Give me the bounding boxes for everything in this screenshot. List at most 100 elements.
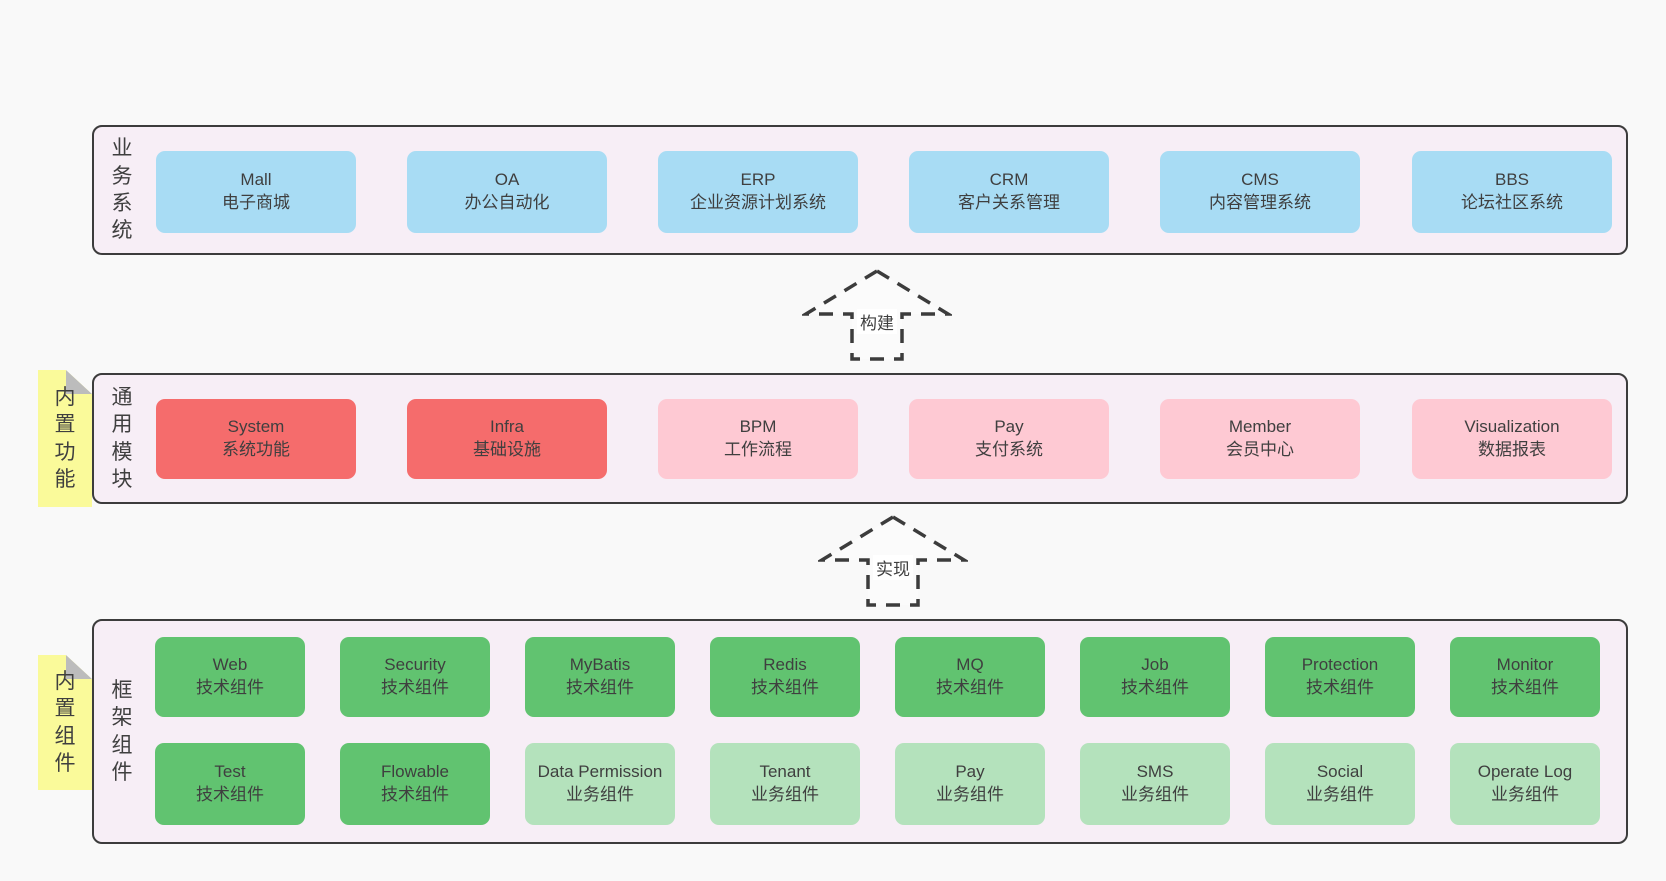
box-subtitle: 技术组件 <box>1491 678 1559 697</box>
box-monitor: Monitor 技术组件 <box>1450 637 1600 717</box>
box-security: Security 技术组件 <box>340 637 490 717</box>
box-title: Redis <box>763 655 807 675</box>
box-title: Pay <box>955 762 985 782</box>
box-title: Member <box>1228 417 1292 437</box>
box-title: MQ <box>956 655 984 675</box>
box-data-permission: Data Permission 业务组件 <box>525 743 675 825</box>
box-subtitle: 业务组件 <box>936 785 1004 804</box>
box-subtitle: 办公自动化 <box>464 193 550 212</box>
layer-framework-components: 框架组件 Web 技术组件 Security 技术组件 MyBatis 技术组件… <box>92 619 1628 844</box>
box-title: ERP <box>740 170 776 190</box>
box-subtitle: 电子商城 <box>222 193 290 212</box>
box-title: Infra <box>489 417 525 437</box>
box-subtitle: 技术组件 <box>381 678 449 697</box>
box-subtitle: 基础设施 <box>473 440 541 459</box>
box-subtitle: 数据报表 <box>1478 440 1546 459</box>
box-pay-system: Pay 支付系统 <box>909 399 1109 479</box>
box-title: CMS <box>1241 170 1279 190</box>
box-title: Operate Log <box>1477 762 1573 782</box>
box-subtitle: 系统功能 <box>222 440 290 459</box>
box-infra: Infra 基础设施 <box>407 399 607 479</box>
box-bpm: BPM 工作流程 <box>658 399 858 479</box>
box-subtitle: 支付系统 <box>975 440 1043 459</box>
box-social: Social 业务组件 <box>1265 743 1415 825</box>
box-redis: Redis 技术组件 <box>710 637 860 717</box>
box-subtitle: 技术组件 <box>751 678 819 697</box>
box-visualization: Visualization 数据报表 <box>1412 399 1612 479</box>
box-bbs: BBS 论坛社区系统 <box>1412 151 1612 233</box>
box-subtitle: 技术组件 <box>936 678 1004 697</box>
box-subtitle: 业务组件 <box>1306 785 1374 804</box>
box-subtitle: 技术组件 <box>566 678 634 697</box>
box-mq: MQ 技术组件 <box>895 637 1045 717</box>
box-subtitle: 业务组件 <box>1121 785 1189 804</box>
box-subtitle: 技术组件 <box>1306 678 1374 697</box>
box-title: Test <box>214 762 246 782</box>
sticky-note-label: 内置功能 <box>54 385 76 491</box>
box-subtitle: 技术组件 <box>381 785 449 804</box>
box-pay-component: Pay 业务组件 <box>895 743 1045 825</box>
box-subtitle: 业务组件 <box>1491 785 1559 804</box>
box-web: Web 技术组件 <box>155 637 305 717</box>
box-subtitle: 企业资源计划系统 <box>690 193 826 212</box>
box-mall: Mall 电子商城 <box>156 151 356 233</box>
arrow-implement: 实现 <box>818 514 968 608</box>
box-title: SMS <box>1136 762 1174 782</box>
layer-business-systems: 业务系统 Mall 电子商城 OA 办公自动化 ERP 企业资源计划系统 CRM… <box>92 125 1628 255</box>
box-title: Visualization <box>1464 417 1560 437</box>
box-title: Monitor <box>1496 655 1554 675</box>
box-subtitle: 技术组件 <box>1121 678 1189 697</box>
box-title: Mall <box>240 170 272 190</box>
layer-label-text: 框架组件 <box>111 678 133 784</box>
box-title: System <box>227 417 285 437</box>
box-subtitle: 技术组件 <box>196 785 264 804</box>
box-title: Flowable <box>380 762 450 782</box>
box-title: Data Permission <box>537 762 663 782</box>
layer-label-common-modules: 通用模块 <box>104 375 140 502</box>
box-system: System 系统功能 <box>156 399 356 479</box>
box-title: Pay <box>994 417 1024 437</box>
sticky-note-label: 内置组件 <box>54 669 76 775</box>
box-title: BBS <box>1494 170 1530 190</box>
arrow-build-label: 构建 <box>857 309 897 334</box>
box-sms: SMS 业务组件 <box>1080 743 1230 825</box>
box-title: Social <box>1316 762 1364 782</box>
box-flowable: Flowable 技术组件 <box>340 743 490 825</box>
sticky-note-built-in-components: 内置组件 <box>38 655 92 790</box>
box-subtitle: 业务组件 <box>566 785 634 804</box>
box-test: Test 技术组件 <box>155 743 305 825</box>
layer-label-text: 通用模块 <box>111 385 133 491</box>
box-crm: CRM 客户关系管理 <box>909 151 1109 233</box>
box-title: Job <box>1141 655 1169 675</box>
box-title: OA <box>494 170 520 190</box>
box-oa: OA 办公自动化 <box>407 151 607 233</box>
box-title: Web <box>212 655 248 675</box>
box-tenant: Tenant 业务组件 <box>710 743 860 825</box>
box-title: Protection <box>1301 655 1379 675</box>
box-subtitle: 论坛社区系统 <box>1461 193 1563 212</box>
box-job: Job 技术组件 <box>1080 637 1230 717</box>
sticky-note-built-in-functions: 内置功能 <box>38 370 92 507</box>
arrow-implement-label: 实现 <box>873 555 913 580</box>
box-subtitle: 工作流程 <box>724 440 792 459</box>
box-title: Security <box>384 655 446 675</box>
box-mybatis: MyBatis 技术组件 <box>525 637 675 717</box>
arrow-build: 构建 <box>802 268 952 362</box>
box-title: Tenant <box>759 762 811 782</box>
box-subtitle: 会员中心 <box>1226 440 1294 459</box>
box-title: BPM <box>739 417 777 437</box>
box-title: MyBatis <box>569 655 631 675</box>
box-protection: Protection 技术组件 <box>1265 637 1415 717</box>
layer-common-modules: 通用模块 System 系统功能 Infra 基础设施 BPM 工作流程 Pay… <box>92 373 1628 504</box>
box-subtitle: 内容管理系统 <box>1209 193 1311 212</box>
box-erp: ERP 企业资源计划系统 <box>658 151 858 233</box>
layer-label-business-systems: 业务系统 <box>104 127 140 253</box>
box-operate-log: Operate Log 业务组件 <box>1450 743 1600 825</box>
layer-label-text: 业务系统 <box>111 137 133 243</box>
box-member: Member 会员中心 <box>1160 399 1360 479</box>
box-subtitle: 技术组件 <box>196 678 264 697</box>
box-subtitle: 业务组件 <box>751 785 819 804</box>
box-subtitle: 客户关系管理 <box>958 193 1060 212</box>
layer-label-framework-components: 框架组件 <box>104 621 140 842</box>
box-cms: CMS 内容管理系统 <box>1160 151 1360 233</box>
